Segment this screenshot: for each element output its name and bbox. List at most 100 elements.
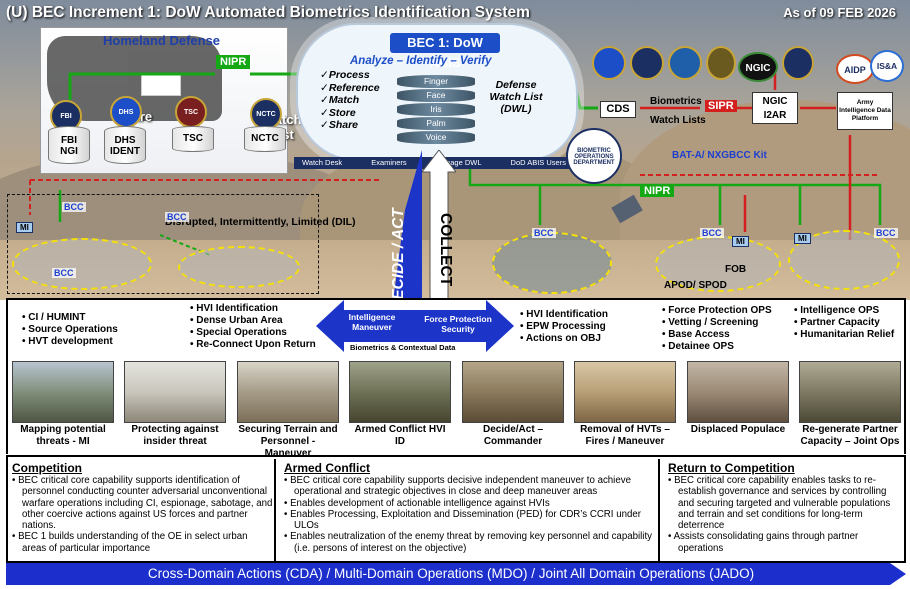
- armed-conflict-title: Armed Conflict: [284, 461, 371, 475]
- ngic-i2ar-box: NGIC I2AR: [752, 92, 798, 124]
- ngic-seal-icon: NGIC: [738, 52, 778, 82]
- dil-environment-box: [7, 194, 319, 294]
- biometric-ops-seal-icon: BIOMETRIC OPERATIONS DEPARTMENT: [566, 128, 622, 184]
- dhs-label: DHS: [114, 135, 136, 146]
- photo-caption: Removal of HVTs – Fires / Maneuver: [580, 424, 670, 447]
- competition-list: BEC critical core capability supports id…: [12, 475, 274, 554]
- fob-area: [655, 236, 781, 292]
- apod-spod-label: APOD/ SPOD: [664, 280, 727, 291]
- bat-kit-label: BAT-A/ NXGBCC Kit: [672, 150, 767, 161]
- list-item: Vetting / Screening: [662, 317, 772, 329]
- list-item: Base Access: [662, 329, 772, 341]
- abis-functions: Process Reference Match Store Share: [320, 69, 380, 132]
- isa-seal-icon: IS&A: [870, 50, 904, 82]
- photo-commander: [462, 361, 564, 423]
- bcc-label: BCC: [52, 268, 76, 278]
- mi-tag: MI: [794, 233, 811, 244]
- list-item: Force Protection OPS: [662, 305, 771, 317]
- cross-domain-label: Cross-Domain Actions (CDA) / Multi-Domai…: [147, 566, 755, 581]
- function-item: Process: [320, 69, 380, 82]
- ngi-label: NGI: [60, 146, 78, 157]
- list-item: Enables development of actionable intell…: [284, 498, 658, 509]
- photo-armed-conflict: [349, 361, 451, 423]
- aidp-seal-icon: AIDP: [836, 54, 874, 84]
- abis-tagline: Analyze – Identify – Verify: [350, 55, 492, 67]
- list-item: Assists consolidating gains through part…: [668, 531, 904, 554]
- as-of-date: As of 09 FEB 2026: [783, 5, 896, 20]
- dia-seal-icon: [668, 46, 702, 80]
- photo-caption: Displaced Populace: [690, 424, 786, 435]
- homeland-defense-title: Homeland Defense: [103, 33, 221, 48]
- tsc-label: TSC: [183, 133, 203, 144]
- tsc-database: TSC: [172, 126, 214, 152]
- fbi-label: FBI: [60, 135, 78, 146]
- armed-conflict-panel: Armed Conflict BEC critical core capabil…: [280, 459, 660, 563]
- cross-domain-arrow: [6, 563, 906, 585]
- nga-seal-icon: [706, 46, 736, 80]
- function-item: Match: [320, 94, 380, 107]
- intel-maneuver-label: Intelligence Maneuver: [348, 312, 396, 332]
- watch-lists-label: Watch Lists: [650, 115, 706, 126]
- photo-card: Removal of HVTs – Fires / Maneuver: [574, 361, 676, 451]
- list-item: Source Operations: [22, 324, 117, 336]
- photo-strip: Mapping potential threats - MI Protectin…: [6, 356, 906, 459]
- bcc-label: BCC: [532, 228, 556, 238]
- photo-caption: Securing Terrain and Personnel - Maneuve…: [238, 424, 338, 459]
- photo-card: Decide/Act – Commander: [462, 361, 564, 451]
- photo-card: Armed Conflict HVI ID: [349, 361, 451, 451]
- list-item: Re-Connect Upon Return: [190, 339, 315, 351]
- maneuver-security-arrow: [316, 300, 514, 352]
- function-item: Share: [320, 119, 380, 132]
- photo-card: Displaced Populace: [687, 361, 789, 451]
- bcc-label: BCC: [165, 212, 189, 222]
- fob-label: FOB: [725, 264, 747, 275]
- photo-caption: Mapping potential threats - MI: [20, 424, 106, 447]
- mi-tag: MI: [732, 236, 749, 247]
- cia-seal-icon: [592, 46, 626, 80]
- photo-card: Re-generate Partner Capacity – Joint Ops: [799, 361, 901, 451]
- bcc-label: BCC: [874, 228, 898, 238]
- list-item: Dense Urban Area: [190, 315, 316, 327]
- unit-area-1: [12, 238, 152, 290]
- function-item: Store: [320, 107, 380, 120]
- list-item: HVI Identification: [520, 309, 608, 321]
- iris-modality: Iris: [397, 103, 475, 116]
- photo-insider-threat: [124, 361, 226, 423]
- ident-label: IDENT: [110, 146, 140, 157]
- list-item: Enables neutralization of the enemy thre…: [284, 531, 658, 554]
- bcc-label: BCC: [62, 202, 86, 212]
- bcc-label: BCC: [700, 228, 724, 238]
- unit-area-2: [178, 246, 300, 288]
- photo-securing-terrain: [237, 361, 339, 423]
- list-item: BEC critical core capability supports de…: [284, 475, 658, 498]
- list-item: Intelligence OPS: [794, 305, 894, 317]
- unit-area-3: [492, 232, 612, 294]
- tsc-seal-icon: TSC: [175, 96, 207, 128]
- nipr-link-homeland: NIPR: [216, 55, 251, 69]
- list-item: Enables Processing, Exploitation and Dis…: [284, 509, 658, 532]
- bullet-list-intel: Intelligence OPS Partner Capacity Humani…: [794, 305, 894, 341]
- nsa-seal-icon: [630, 46, 664, 80]
- list-item: Detainee OPS: [662, 341, 772, 353]
- photo-removal-hvts: [574, 361, 676, 423]
- army-intel-data-platform-box: Army Intelligence Data Platform: [837, 92, 893, 130]
- list-item: Special Operations: [190, 327, 316, 339]
- sipr-link: SIPR: [705, 100, 737, 112]
- return-to-competition-panel: Return to Competition BEC critical core …: [664, 459, 904, 563]
- list-item: HVT development: [22, 336, 118, 348]
- function-item: Reference: [320, 82, 380, 95]
- photo-card: Protecting against insider threat: [124, 361, 226, 451]
- photo-caption: Protecting against insider threat: [131, 424, 219, 447]
- voice-modality: Voice: [397, 131, 475, 144]
- biometrics-context-label: Biometrics & Contextual Data: [350, 343, 456, 352]
- manage-dwl-label: Manage DWL: [435, 158, 482, 167]
- competition-title: Competition: [12, 461, 82, 475]
- defense-watch-list: Defense Watch List (DWL): [489, 79, 543, 115]
- bullet-list-hvi: HVI Identification Dense Urban Area Spec…: [190, 303, 316, 351]
- list-item: Partner Capacity: [794, 317, 894, 329]
- cds-box: CDS: [600, 101, 636, 118]
- bullet-list-epw: HVI Identification EPW Processing Action…: [520, 309, 608, 345]
- mi-tag: MI: [16, 222, 33, 233]
- nctc-label: NCTC: [251, 133, 279, 144]
